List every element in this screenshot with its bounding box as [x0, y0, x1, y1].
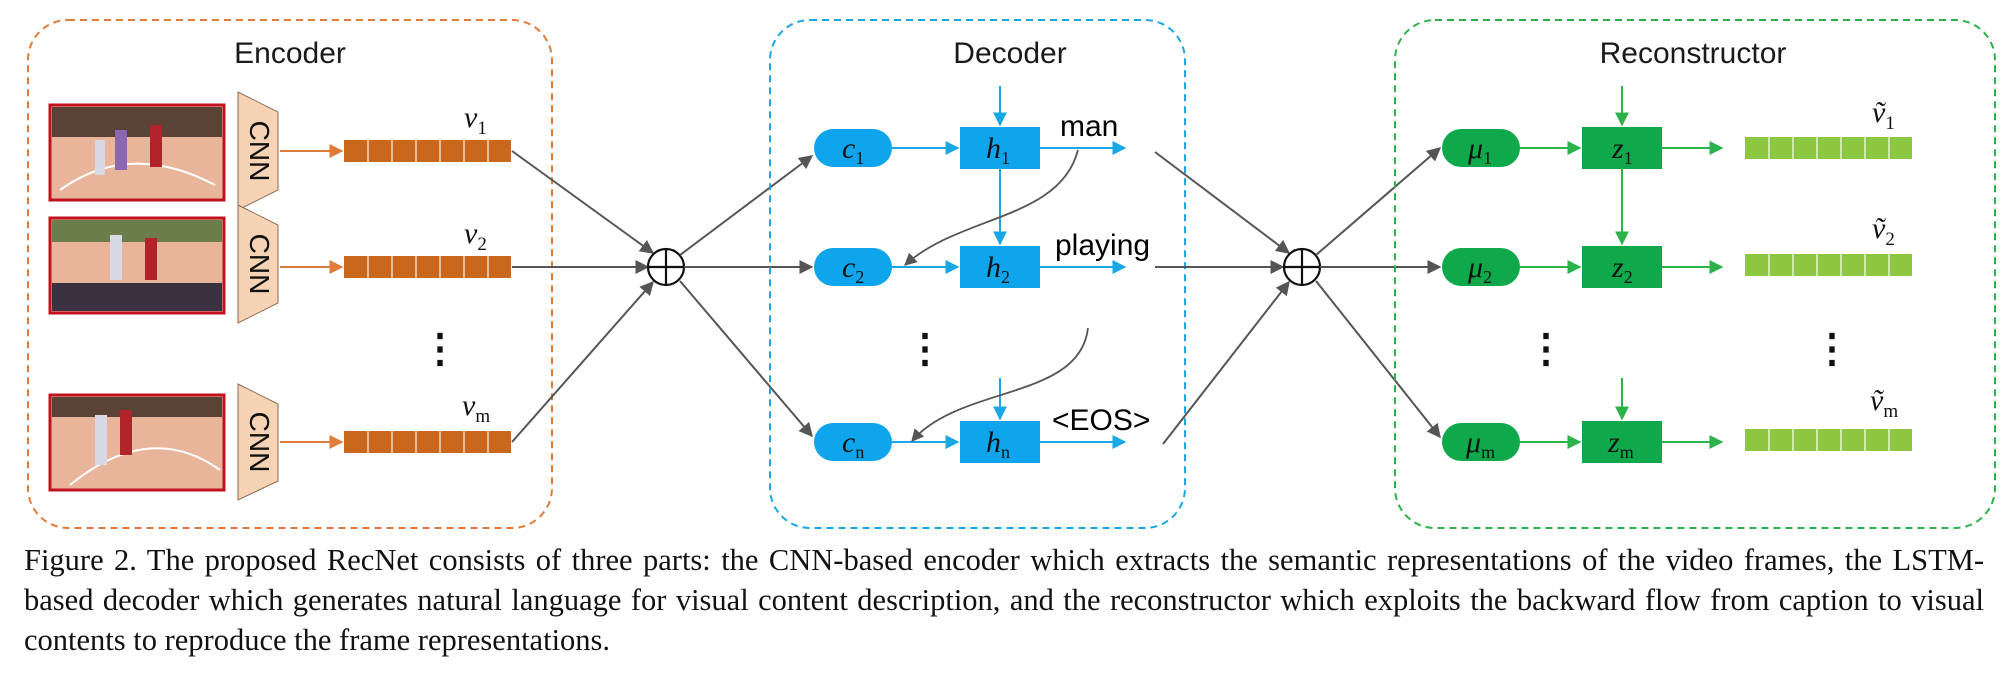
- svg-text:z1: z1: [1611, 132, 1633, 168]
- svg-text:z2: z2: [1611, 251, 1633, 287]
- svg-text:cn: cn: [842, 426, 864, 462]
- hidden-to-word-arrows: [1040, 141, 1127, 449]
- recon-ellipsis-left: ⋮: [1526, 327, 1566, 371]
- decoder-panel: [769, 19, 1186, 529]
- encoder-vector-2: [344, 256, 511, 278]
- encoder-title: Encoder: [234, 37, 346, 70]
- encoder-vector-label-1: v1: [464, 101, 487, 139]
- svg-text:c1: c1: [842, 132, 864, 168]
- encoder-ellipsis: ⋮: [420, 327, 460, 371]
- word-feedback-arrows: [904, 149, 1089, 442]
- recon-vector-label-m: ṽm: [1870, 384, 1898, 422]
- fusion-to-decoder-arrows: [679, 155, 814, 438]
- svg-text:μ2: μ2: [1467, 251, 1492, 287]
- recon-vector-2: [1745, 254, 1912, 276]
- decoder-word-2: playing: [1055, 229, 1150, 262]
- recon-vector-1: [1745, 137, 1912, 159]
- recon-z-2: z2: [1582, 246, 1662, 288]
- fusion-to-reconstructor-arrows: [1315, 147, 1442, 439]
- video-frame-2: [48, 216, 226, 315]
- decoder-context-2: c2: [814, 248, 892, 287]
- recon-vector-label-1: ṽ1: [1872, 96, 1895, 134]
- encoder-panel: [27, 19, 553, 529]
- z-to-vector-arrows: [1662, 141, 1724, 449]
- recon-mu-2: μ2: [1442, 248, 1520, 287]
- recon-vector-label-2: ṽ2: [1872, 212, 1895, 250]
- svg-text:c2: c2: [842, 251, 864, 287]
- recon-ellipsis-right: ⋮: [1812, 327, 1852, 371]
- recon-z-1: z1: [1582, 127, 1662, 169]
- decoder-context-n: cn: [814, 423, 892, 462]
- decoder-hidden-n: hn: [960, 421, 1040, 463]
- cnn-block-2: CNN: [237, 204, 279, 324]
- figure-caption: Figure 2. The proposed RecNet consists o…: [24, 543, 1984, 657]
- svg-text:zm: zm: [1607, 426, 1634, 462]
- recon-vector-m: [1745, 429, 1912, 451]
- encoder-row-2: CNN v2: [48, 204, 511, 324]
- decoder-context-1: c1: [814, 129, 892, 168]
- svg-text:μm: μm: [1465, 426, 1495, 462]
- reconstructor-title: Reconstructor: [1600, 37, 1787, 70]
- recnet-architecture-diagram: Encoder CNN v1: [27, 19, 1996, 529]
- encoder-row-1: CNN v1: [48, 91, 511, 211]
- context-to-hidden-arrows: [892, 141, 960, 449]
- encoder-vector-1: [344, 140, 511, 162]
- recon-z-m: zm: [1582, 421, 1662, 463]
- cnn-label-2: CNN: [244, 234, 275, 295]
- video-frame-1: [48, 103, 226, 202]
- cnn-label-3: CNN: [244, 412, 275, 473]
- decoder-hidden-1: h1: [960, 127, 1040, 169]
- encoder-row-3: CNN vm: [48, 383, 511, 501]
- svg-text:μ1: μ1: [1467, 132, 1492, 168]
- decoder-word-3: <EOS>: [1052, 404, 1150, 437]
- cnn-block-3: CNN: [237, 383, 279, 501]
- decoder-word-1: man: [1060, 110, 1118, 143]
- svg-text:h1: h1: [986, 132, 1010, 168]
- fusion-node-2: [1282, 247, 1322, 287]
- decoder-to-fusion-arrows: [1154, 151, 1291, 445]
- video-frame-3: [48, 393, 226, 492]
- reconstructor-panel: [1394, 19, 1996, 529]
- fusion-node-1: [646, 247, 686, 287]
- cnn-block-1: CNN: [237, 91, 279, 211]
- encoder-vector-label-2: v2: [464, 217, 487, 255]
- decoder-ellipsis: ⋮: [905, 327, 945, 371]
- svg-text:hn: hn: [986, 426, 1010, 462]
- svg-text:h2: h2: [986, 251, 1010, 287]
- mu-to-z-arrows: [1520, 141, 1582, 449]
- recon-mu-1: μ1: [1442, 129, 1520, 168]
- decoder-title: Decoder: [953, 37, 1066, 70]
- encoder-to-fusion-arrows: [511, 150, 655, 443]
- recon-mu-m: μm: [1442, 423, 1520, 462]
- cnn-label-1: CNN: [244, 121, 275, 182]
- encoder-vector-3: [344, 431, 511, 453]
- decoder-hidden-2: h2: [960, 246, 1040, 288]
- encoder-vector-label-3: vm: [462, 389, 490, 427]
